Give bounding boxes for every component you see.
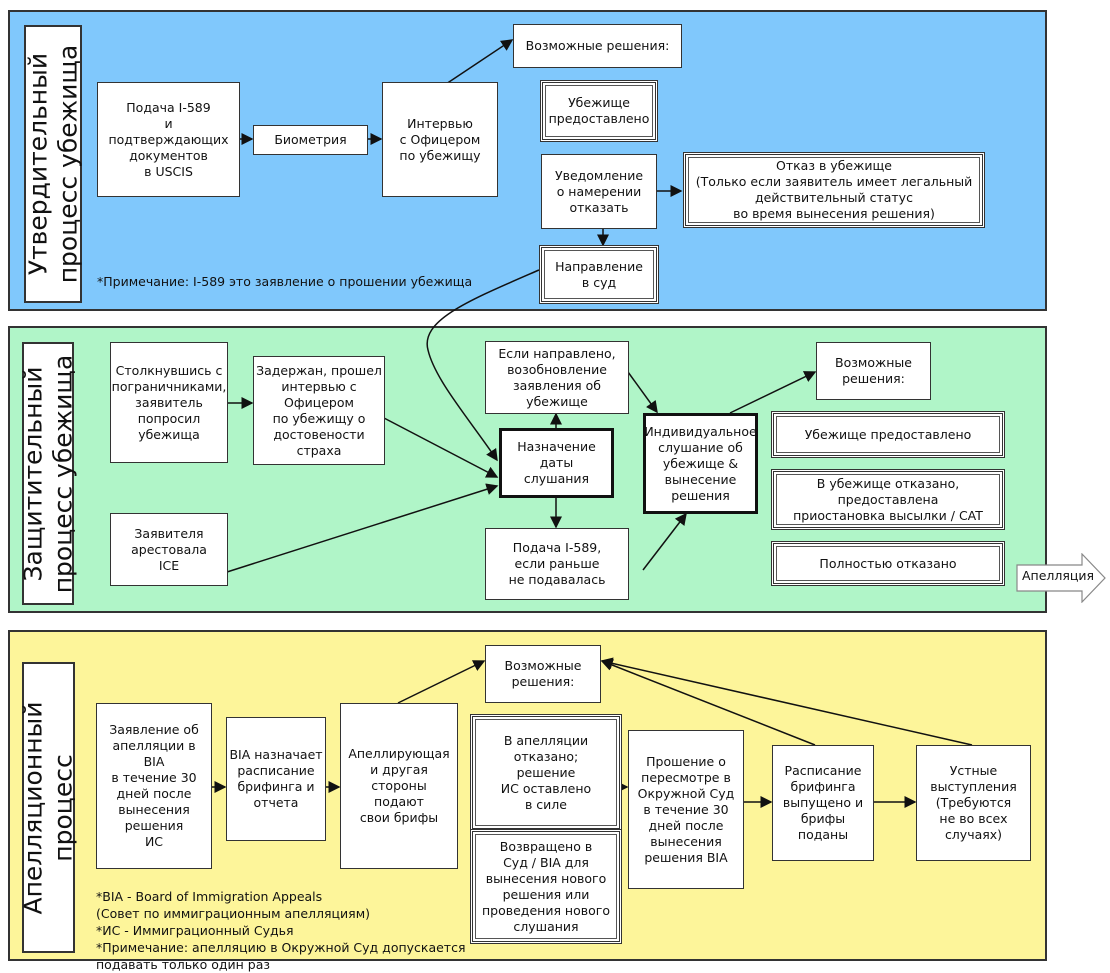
arrow [642, 512, 687, 571]
fully-denied-box: Полностью отказано [771, 541, 1005, 586]
appeal-possible-box: Возможные решения: [485, 645, 601, 703]
possible-decisions-box: Возможные решения: [513, 24, 682, 68]
defensive-title: Защитительный процесс убежища [18, 342, 77, 605]
arrow [383, 417, 499, 478]
appeal-arrow: Апелляция [1016, 553, 1106, 603]
notice-of-appeal-box: Заявление об апелляции в BIA в течение 3… [96, 703, 212, 869]
defensive-granted-box: Убежище предоставлено [771, 411, 1005, 458]
affirmative-title: Утвердительный процесс убежища [23, 25, 82, 303]
block-arrow-icon [1016, 553, 1106, 603]
arrow [226, 483, 499, 573]
appeal-notes: *BIA - Board of Immigration Appeals (Сов… [96, 889, 466, 972]
appeal-title: Апелляционный процесс [19, 662, 78, 953]
remanded-box: Возвращено в Суд / BIA для вынесения нов… [470, 829, 622, 944]
affirmative-note: *Примечание: I-589 это заявление о проше… [97, 274, 473, 289]
detained-interview-box: Задержан, прошел интервью с Офицером по … [253, 356, 385, 465]
ice-arrest-box: Заявителя арестовала ICE [110, 513, 228, 586]
appeal-arrow-label: Апелляция [1022, 568, 1095, 583]
filing-box: Подача I-589 и подтверждающих документов… [97, 82, 240, 197]
notice-intent-deny-box: Уведомление о намерении отказать [541, 154, 657, 229]
arrow [439, 39, 514, 89]
arrow [729, 371, 817, 414]
individual-hearing-box: Индивидуальное слушание об убежище & вын… [643, 413, 758, 514]
biometrics-box: Биометрия [253, 125, 368, 155]
hearing-scheduling-box: Назначение даты слушания [499, 428, 614, 498]
defensive-filing-box: Подача I-589, если раньше не подавалась [485, 528, 629, 600]
arrow [426, 269, 540, 462]
bia-schedule-box: BIA назначает расписание брифинга и отче… [226, 717, 326, 841]
arrow [397, 660, 486, 704]
defensive-possible-box: Возможные решения: [816, 342, 931, 400]
withholding-box: В убежище отказано, предоставлена приост… [771, 469, 1005, 530]
interview-box: Интервью с Офицером по убежищу [382, 82, 498, 197]
arrow [627, 371, 658, 414]
renewal-box: Если направлено, возобновление заявления… [485, 341, 629, 414]
arrow [600, 659, 816, 746]
asylum-granted-box: Убежище предоставлено [540, 80, 658, 142]
briefing-issued-box: Расписание брифинга выпущено и брифы под… [772, 745, 874, 861]
oral-argument-box: Устные выступления (Требуются не во всех… [916, 745, 1031, 861]
petition-review-box: Прошение о пересмотре в Окружной Суд в т… [628, 730, 744, 889]
appeal-dismissed-box: В апелляции отказано; решение ИС оставле… [470, 714, 622, 831]
asylum-denial-box: Отказ в убежище (Только если заявитель и… [683, 152, 985, 228]
briefs-box: Апеллирующая и другая стороны подают сво… [340, 703, 458, 869]
border-encounter-box: Столкнувшись с пограничниками, заявитель… [110, 342, 228, 463]
arrow [600, 657, 973, 746]
referral-to-court-box: Направление в суд [539, 245, 659, 304]
